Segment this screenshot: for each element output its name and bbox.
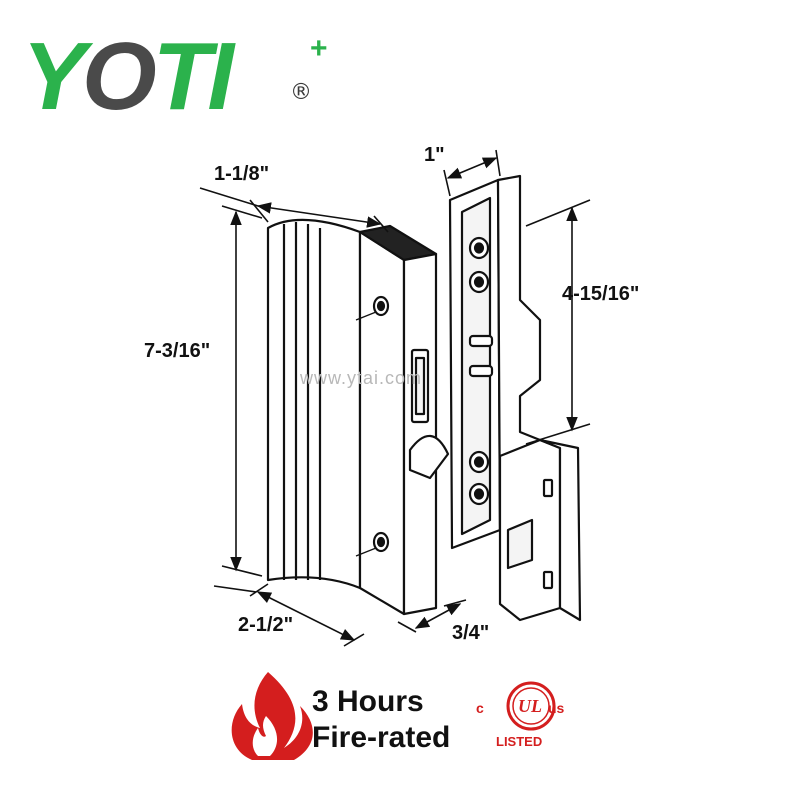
fire-rating-text: 3 Hours Fire-rated	[312, 684, 450, 756]
watermark: www.ytai.com	[300, 368, 423, 388]
fire-rating-line1: 3 Hours	[312, 685, 424, 718]
registered-mark: ®	[290, 80, 312, 105]
dimension-handle-depth: 1-1/8"	[214, 163, 270, 185]
dimension-keeper-width: 1"	[424, 144, 445, 166]
fire-icon	[231, 672, 313, 760]
ul-mark: c UL us LISTED	[476, 676, 586, 756]
fire-rating-line2: Fire-rated	[312, 721, 451, 754]
ul-listed-label: LISTED	[496, 734, 543, 749]
dimension-handle-thickness: 3/4"	[452, 622, 490, 644]
ul-us-label: us	[548, 700, 565, 716]
dimension-handle-width: 2-1/2"	[238, 614, 294, 636]
dimension-lines	[199, 149, 591, 647]
strike-clip-drawing	[498, 438, 582, 622]
logo-wordmark: YOTI	[22, 23, 234, 130]
ul-letters: UL	[518, 696, 542, 716]
dimension-handle-height: 7-3/16"	[144, 340, 211, 362]
logo-plus-mark: +	[310, 32, 328, 65]
ul-certification-icon	[506, 681, 556, 731]
handle-drawing	[266, 218, 450, 616]
dimension-keeper-height: 4-15/16"	[562, 283, 640, 305]
brand-logo: YOTI + ®	[22, 22, 328, 132]
ul-c-label: c	[476, 700, 484, 716]
